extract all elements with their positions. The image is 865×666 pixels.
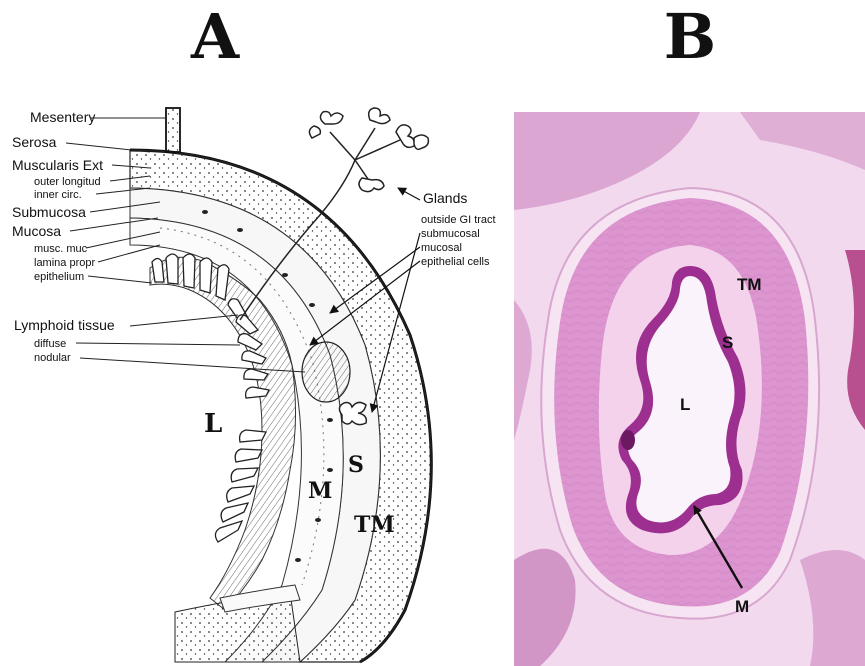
label-mesentery: Mesentery xyxy=(30,109,95,125)
lymphoid-nodule xyxy=(302,342,350,402)
label-gland-mucosal: mucosal xyxy=(421,242,462,254)
label-muscularis-ext: Muscularis Ext xyxy=(12,157,103,173)
label-epithelium: epithelium xyxy=(34,271,84,283)
region-label-m: M xyxy=(735,597,749,616)
region-label-s: S xyxy=(722,333,733,352)
label-serosa: Serosa xyxy=(12,134,57,150)
label-nodular: nodular xyxy=(34,352,71,364)
label-gland-outside: outside GI tract xyxy=(421,214,496,226)
region-label-l: L xyxy=(680,395,690,414)
region-label-lumen: L xyxy=(204,409,222,439)
label-inner-circ: inner circ. xyxy=(34,189,82,201)
histology-image xyxy=(514,112,865,666)
label-musc-muc: musc. muc xyxy=(34,243,88,255)
label-gland-epithelial: epithelial cells xyxy=(421,256,490,268)
label-diffuse: diffuse xyxy=(34,338,66,350)
panel-a: A xyxy=(12,0,496,662)
panel-b: B TM S xyxy=(514,0,865,666)
label-outer-longitud: outer longitud xyxy=(34,176,101,188)
label-glands: Glands xyxy=(423,190,467,206)
panel-a-letter: A xyxy=(190,0,240,73)
region-label-submucosa: S xyxy=(348,452,364,478)
label-lamina-propr: lamina propr xyxy=(34,257,95,269)
mucosal-fold-spot xyxy=(621,430,635,450)
layer-labels: Mesentery Serosa Muscularis Ext outer lo… xyxy=(12,109,115,364)
panel-b-letter: B xyxy=(664,0,716,73)
region-label-tm: TM xyxy=(737,275,762,294)
mesentery-stalk xyxy=(166,108,180,152)
label-gland-submucosal: submucosal xyxy=(421,228,480,240)
gland-labels: Glands outside GI tract submucosal mucos… xyxy=(421,190,496,268)
gut-wall-drawing xyxy=(130,108,431,662)
label-mucosa: Mucosa xyxy=(12,223,61,239)
label-submucosa: Submucosa xyxy=(12,204,86,220)
region-label-mucosa: M xyxy=(308,478,332,504)
label-lymphoid-tissue: Lymphoid tissue xyxy=(14,317,115,333)
region-label-tunica-muscularis: TM xyxy=(354,512,395,538)
